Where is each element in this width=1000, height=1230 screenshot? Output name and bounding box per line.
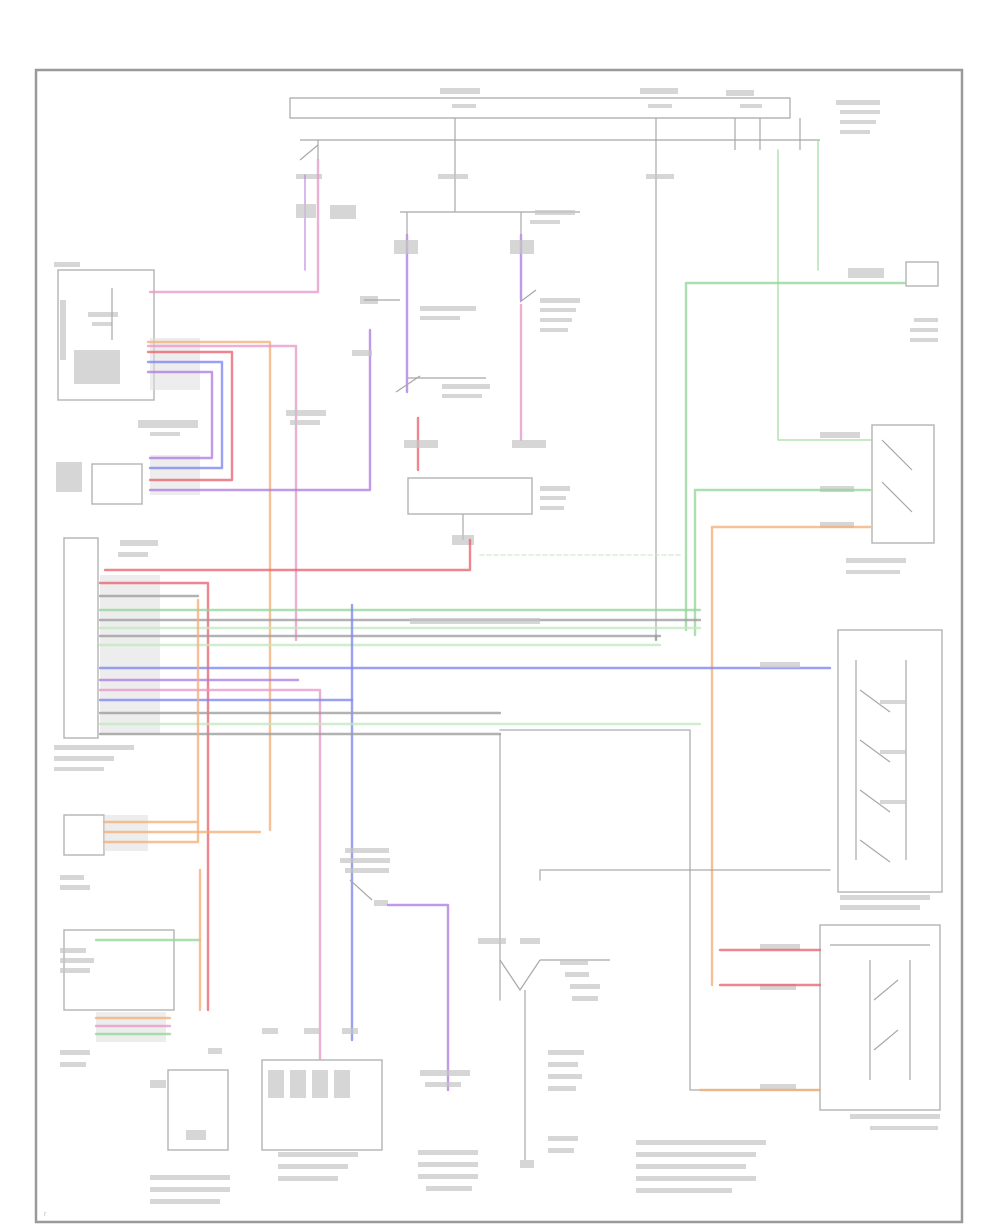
left-lower-component-1 xyxy=(60,814,148,890)
center-control-unit xyxy=(404,440,570,545)
right-switch-module-3 xyxy=(760,924,941,1130)
corner-mark: r xyxy=(44,1211,47,1218)
right-top-connector xyxy=(848,261,939,342)
diagram-frame xyxy=(34,68,964,1224)
bottom-connector-center-left xyxy=(261,1028,383,1181)
right-switch-module-2 xyxy=(760,629,943,910)
bottom-sensor-center xyxy=(418,1070,478,1191)
relay-block xyxy=(54,262,155,401)
left-lower-component-2 xyxy=(60,929,175,1067)
bottom-switch-cluster xyxy=(478,938,610,1168)
bottom-sensor-left xyxy=(150,1048,230,1204)
power-distribution-block xyxy=(289,88,880,141)
main-harness-connector xyxy=(54,537,160,771)
diagram-legend xyxy=(636,1140,766,1193)
right-switch-module-1 xyxy=(820,424,935,574)
center-sensor-switch xyxy=(340,848,390,906)
